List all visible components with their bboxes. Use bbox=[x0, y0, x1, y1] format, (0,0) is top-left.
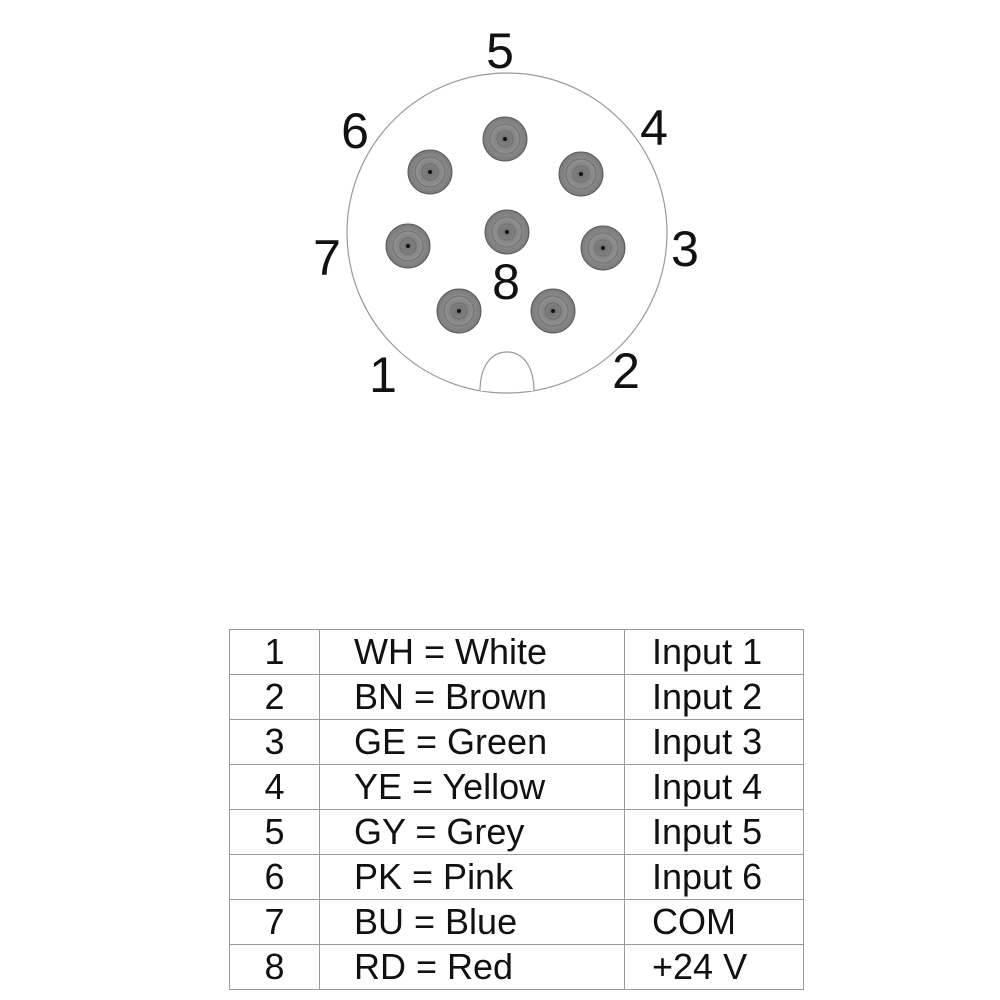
pin-2 bbox=[530, 288, 576, 334]
function-cell: COM bbox=[624, 899, 804, 945]
function-cell: Input 3 bbox=[624, 719, 804, 765]
pin-5 bbox=[482, 116, 528, 162]
table-row: 8 RD = Red +24 V bbox=[229, 944, 804, 990]
pin-label-8: 8 bbox=[492, 254, 520, 310]
wire-color-cell: GY = Grey bbox=[319, 809, 625, 855]
pin-1 bbox=[436, 288, 482, 334]
pin-cell: 5 bbox=[229, 809, 320, 855]
function-cell: Input 5 bbox=[624, 809, 804, 855]
pin-4 bbox=[558, 151, 604, 197]
pinout-table: 1 WH = White Input 1 2 BN = Brown Input … bbox=[229, 629, 804, 990]
m12-connector-face: 1 2 3 4 5 6 7 8 bbox=[313, 23, 699, 403]
wire-color-cell: GE = Green bbox=[319, 719, 625, 765]
pin-cell: 3 bbox=[229, 719, 320, 765]
table-row: 5 GY = Grey Input 5 bbox=[229, 809, 804, 855]
function-cell: +24 V bbox=[624, 944, 804, 990]
wire-color-cell: BN = Brown bbox=[319, 674, 625, 720]
pin-label-2: 2 bbox=[612, 343, 640, 399]
pin-3 bbox=[580, 225, 626, 271]
pin-label-3: 3 bbox=[671, 221, 699, 277]
table-row: 1 WH = White Input 1 bbox=[229, 629, 804, 675]
pin-label-5: 5 bbox=[486, 23, 514, 79]
table-row: 2 BN = Brown Input 2 bbox=[229, 674, 804, 720]
pin-cell: 4 bbox=[229, 764, 320, 810]
function-cell: Input 6 bbox=[624, 854, 804, 900]
function-cell: Input 1 bbox=[624, 629, 804, 675]
table-row: 4 YE = Yellow Input 4 bbox=[229, 764, 804, 810]
table-row: 6 PK = Pink Input 6 bbox=[229, 854, 804, 900]
table-row: 3 GE = Green Input 3 bbox=[229, 719, 804, 765]
wire-color-cell: BU = Blue bbox=[319, 899, 625, 945]
pin-7 bbox=[385, 223, 431, 269]
wire-color-cell: PK = Pink bbox=[319, 854, 625, 900]
coding-key-notch bbox=[479, 351, 535, 392]
pin-label-7: 7 bbox=[313, 230, 341, 286]
wire-color-cell: RD = Red bbox=[319, 944, 625, 990]
pin-8 bbox=[484, 209, 530, 255]
table-row: 7 BU = Blue COM bbox=[229, 899, 804, 945]
pin-cell: 6 bbox=[229, 854, 320, 900]
pin-label-1: 1 bbox=[369, 347, 397, 403]
pin-label-4: 4 bbox=[640, 100, 668, 156]
pin-cell: 2 bbox=[229, 674, 320, 720]
pin-cell: 7 bbox=[229, 899, 320, 945]
pin-6 bbox=[407, 149, 453, 195]
wire-color-cell: YE = Yellow bbox=[319, 764, 625, 810]
function-cell: Input 4 bbox=[624, 764, 804, 810]
pin-cell: 8 bbox=[229, 944, 320, 990]
function-cell: Input 2 bbox=[624, 674, 804, 720]
wire-color-cell: WH = White bbox=[319, 629, 625, 675]
pin-cell: 1 bbox=[229, 629, 320, 675]
pin-label-6: 6 bbox=[341, 103, 369, 159]
